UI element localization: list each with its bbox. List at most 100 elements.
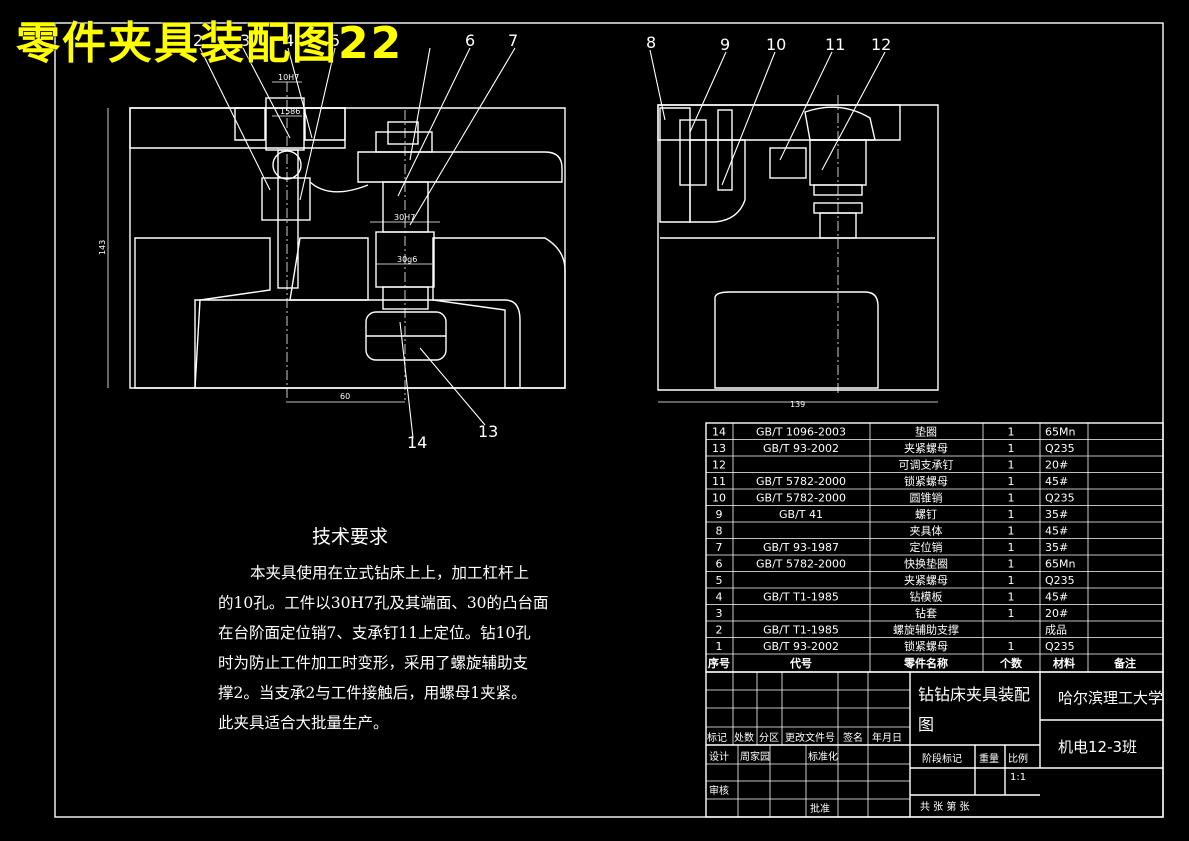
bom-cell: 锁紧螺母 [904,474,948,488]
dim-10h7: 10H7 [278,73,299,82]
leader-lines [199,47,886,439]
bom-cell: 45# [1045,591,1068,604]
weight-label: 重量 [979,752,999,765]
bom-header: 备注 [1113,656,1136,670]
drawing-border [54,22,1164,818]
bom-cell: 5 [716,574,723,587]
rev-header: 分区 [759,732,779,744]
part-label: 11 [825,35,845,54]
bom-cell: 65Mn [1045,558,1075,571]
bom-cell: 2 [716,624,723,637]
tech-line: 的10孔。工件以30H7孔及其端面、30的凸台面 [218,594,549,612]
bom-cell: GB/T T1-1985 [763,591,839,604]
design-label: 设计 [709,750,729,763]
bom-cell: GB/T 1096-2003 [756,426,846,439]
stage-label: 阶段标记 [922,752,962,765]
bom-cell: 6 [716,558,723,571]
bom-cell: 20# [1045,607,1068,620]
designer-name: 周家园 [740,750,770,763]
part-label: 5 [330,31,340,50]
bom-cell: 1 [1008,426,1015,439]
tech-line: 本夹具使用在立式钻床上上，加工杠杆上 [250,564,530,582]
bom-cell: 垫圈 [915,425,937,439]
approve-label: 批准 [810,802,830,815]
bom-cell: 10 [712,492,726,505]
rev-header: 标记 [707,732,727,744]
bom-cell: GB/T 93-2002 [763,640,839,653]
part-label: 10 [766,35,786,54]
part-label: 3 [240,31,250,50]
bom-cell: 1 [1008,591,1015,604]
bom-cell: 3 [716,607,723,620]
bom-header: 代号 [789,656,812,670]
rev-header: 更改文件号 [785,731,835,744]
scale-value: 1:1 [1010,772,1026,783]
bom-cell: GB/T 93-1987 [763,541,839,554]
bom-cell: 1 [716,640,723,653]
bom-header: 个数 [999,656,1023,670]
bom-cell: 12 [712,459,726,472]
drawing-name-line1: 钻钻床夹具装配 [918,685,1030,704]
bom-cell: Q235 [1045,442,1075,455]
bom-cell: 定位销 [910,540,943,554]
bom-cell: 钻模板 [910,590,943,604]
bom-cell: 快换垫圈 [904,557,948,571]
bom-cell: 1 [1008,525,1015,538]
dim-30g6: 30g6 [397,255,417,264]
part-label: 9 [720,35,730,54]
bom-cell: 65Mn [1045,426,1075,439]
part-labels: 2 3 4 5 6 7 8 9 10 11 12 14 13 [193,31,891,452]
dim-143: 143 [98,240,107,255]
bom-cell: Q235 [1045,640,1075,653]
bom-cell: Q235 [1045,492,1075,505]
bom-cell: 螺钉 [915,508,937,521]
part-label: 7 [508,31,518,50]
bom-cell: 4 [716,591,723,604]
part-label: 12 [871,35,891,54]
bom-cell: 钻套 [915,606,937,620]
sheet-text: 共 张 第 张 [920,800,970,813]
bom-cell: GB/T 5782-2000 [756,492,846,505]
left-section-view [107,81,566,403]
bom-header: 材料 [1053,656,1075,670]
bom-cell: 1 [1008,442,1015,455]
bom-cell: GB/T T1-1985 [763,624,839,637]
bom-cell: 1 [1008,640,1015,653]
bom-cell: 圆锥销 [910,491,943,505]
bom-cell: 可调支承钉 [899,459,954,472]
bom-cell: 1 [1008,475,1015,488]
bom-cell: 1 [1008,492,1015,505]
bom-cell: GB/T 5782-2000 [756,558,846,571]
bom-cell: 1 [1008,558,1015,571]
bom-cell: 夹紧螺母 [904,574,948,587]
drawing-name-line2: 图 [918,715,934,734]
part-label: 4 [284,31,294,50]
bom-cell: 13 [712,442,726,455]
bom-cell: 夹紧螺母 [904,442,948,455]
tech-line: 撑2。当支承2与工件接触后，用螺母1夹紧。 [218,684,527,702]
bom-cell: 45# [1045,475,1068,488]
part-label: 2 [193,31,203,50]
school-name: 哈尔滨理工大学 [1058,689,1163,707]
bom-cell: 锁紧螺母 [904,639,948,653]
bom-header: 序号 [708,656,730,670]
scale-label: 比例 [1008,752,1028,765]
bom-cell: 螺旋辅助支撑 [893,623,959,637]
standard-label: 标准化 [808,750,838,763]
bom-cell: Q235 [1045,574,1075,587]
tech-line: 此夹具适合大批量生产。 [218,714,389,732]
bom-cell: 14 [712,426,726,439]
bom-cell: 1 [1008,574,1015,587]
rev-header: 处数 [734,731,754,744]
dim-1586: 1586 [280,107,300,116]
bom-cell: 35# [1045,541,1068,554]
rev-header: 年月日 [872,731,902,744]
tech-line: 时为防止工件加工时变形，采用了螺旋辅助支 [218,654,529,672]
tech-line: 在台阶面定位销7、支承钉11上定位。钻10孔 [218,624,531,642]
overlay-title: 零件夹具装配图22 [16,18,404,69]
dim-139: 139 [790,400,805,409]
part-label: 14 [407,433,427,452]
tech-requirements-title: 技术要求 [312,526,389,548]
